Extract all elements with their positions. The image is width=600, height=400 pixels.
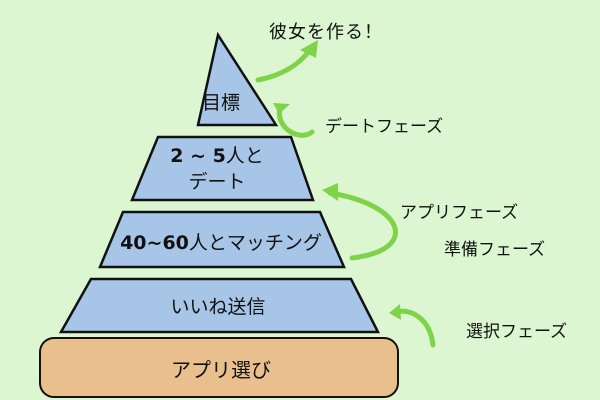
tier-date-text: 人と: [225, 145, 264, 167]
tier-matching: [98, 210, 346, 269]
tier-likes: [58, 277, 381, 334]
arrowhead-select: [389, 304, 401, 320]
arrow-app-phase: [327, 190, 398, 261]
arrow-select-phase: [393, 308, 436, 348]
tier-likes-label: いいね送信: [170, 296, 266, 318]
select-phase-label: 選択フェーズ: [466, 322, 568, 342]
tier-date-line2: デート: [188, 171, 246, 193]
tier-date-label: 2 ~ 5人と デート: [170, 143, 264, 195]
base-label: アプリ選び: [171, 358, 271, 382]
arrow-date-phase: [276, 105, 315, 138]
date-phase-label: デートフェーズ: [325, 117, 444, 137]
prep-phase-label: 準備フェーズ: [444, 240, 546, 260]
arrow-to-goal: [255, 47, 313, 83]
tier-date: [130, 135, 315, 202]
tier-matching-count: 40~60: [120, 232, 189, 254]
tier-matching-label: 40~60人とマッチング: [120, 228, 322, 255]
app-phase-label: アプリフェーズ: [400, 203, 519, 223]
goal-caption: 彼女を作る！: [269, 22, 383, 43]
arrowhead-goal: [300, 40, 318, 58]
tier-matching-text: 人とマッチング: [188, 232, 322, 254]
arrowhead-app: [322, 183, 338, 201]
arrowhead-date: [273, 103, 290, 114]
tier-date-count: 2 ~ 5: [170, 145, 226, 167]
tier-goal: [196, 31, 279, 127]
base-app-selection: [39, 337, 399, 398]
tier-goal-label: 目標: [201, 92, 241, 114]
